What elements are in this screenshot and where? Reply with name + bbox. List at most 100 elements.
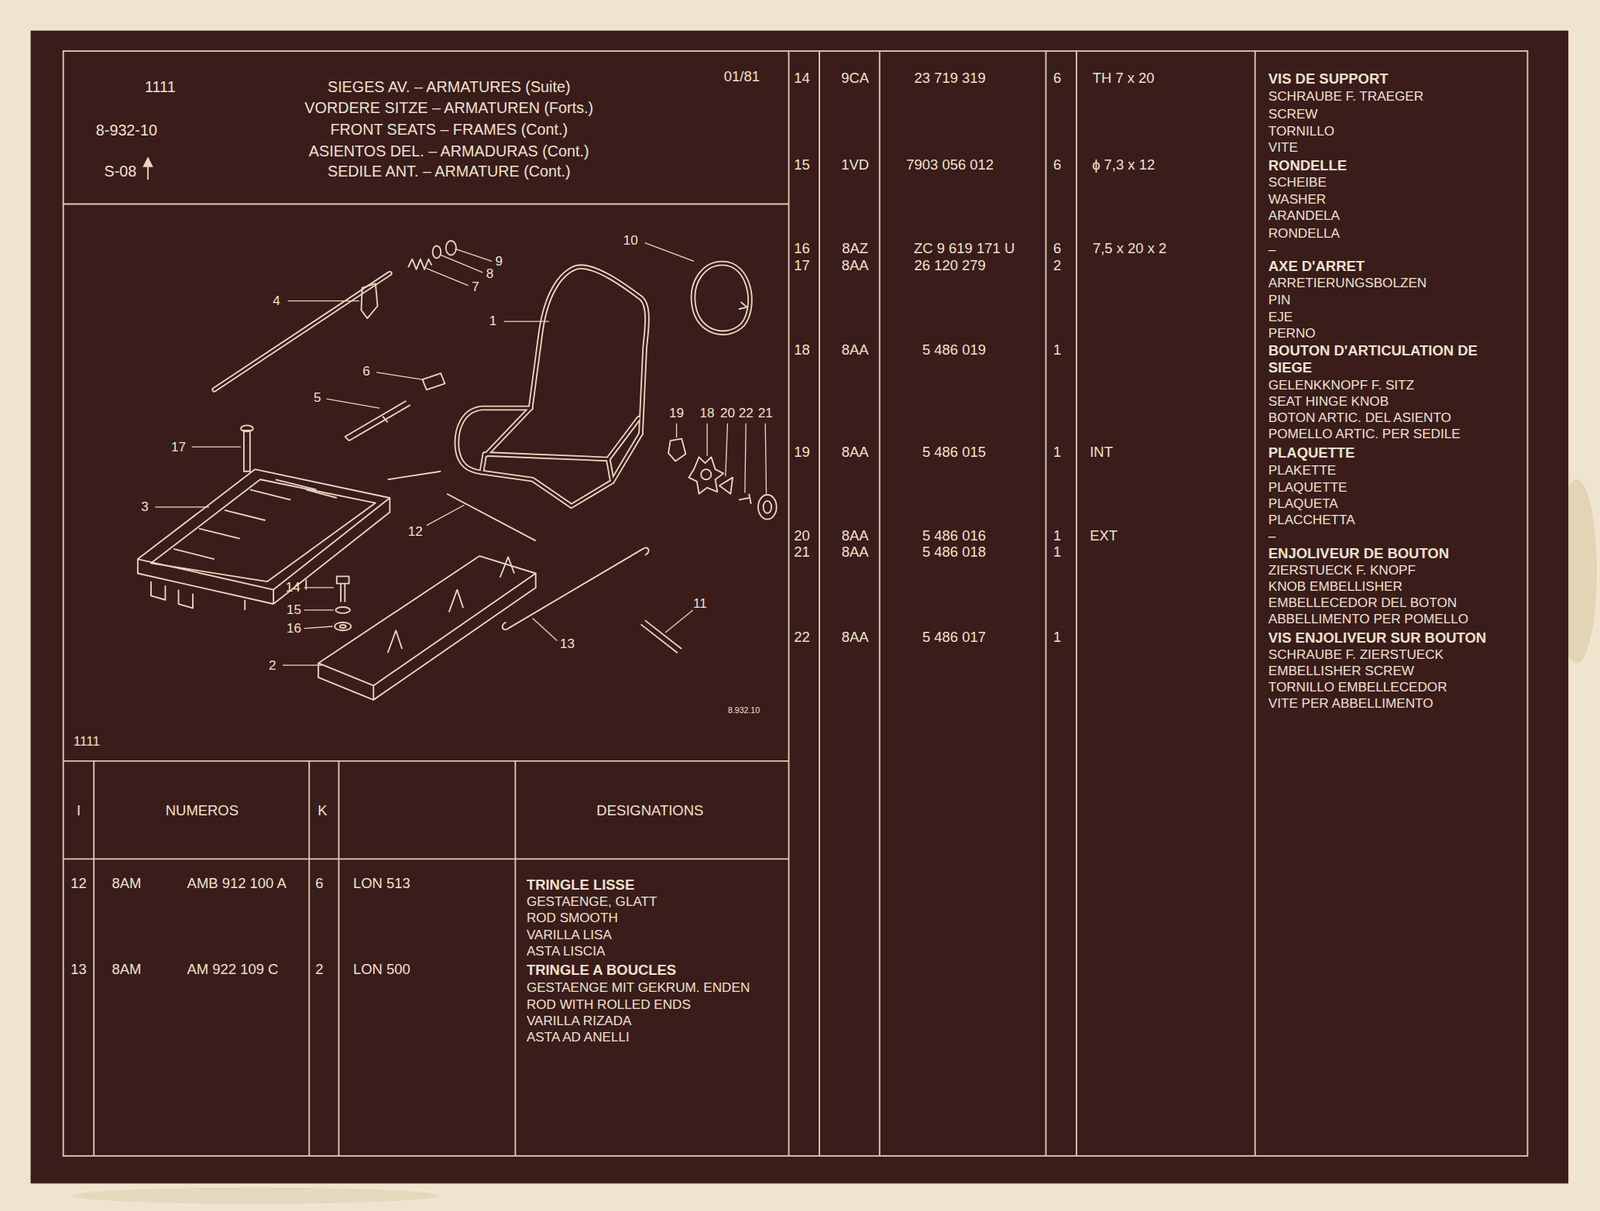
leader-lines <box>154 243 766 666</box>
table-rules <box>1075 51 1078 1157</box>
part-translation: ZIERSTUECK F. KNOPF <box>1268 563 1416 579</box>
table-rules <box>63 51 1528 1157</box>
parts-drawing <box>318 556 536 686</box>
table-rules <box>878 51 881 1157</box>
table-cell: 15 <box>793 156 811 173</box>
part-translation: ARRETIERUNGSBOLZEN <box>1268 275 1427 292</box>
seat-frame-drawing <box>456 408 642 506</box>
table-rules <box>1045 51 1048 1157</box>
table-cell: 9CA <box>841 69 869 86</box>
part-translation: EMBELLECEDOR DEL BOTON <box>1268 595 1457 612</box>
table-cell: 23 719 319 <box>914 69 986 86</box>
up-arrow <box>144 157 153 180</box>
parts-drawing <box>688 456 724 494</box>
leader-lines <box>504 320 550 322</box>
callout-number: 13 <box>559 637 575 651</box>
leader-lines <box>440 254 483 272</box>
parts-drawing <box>446 494 536 542</box>
table-cell: 8AA <box>841 527 869 544</box>
part-translation: GESTAENGE, GLATT <box>526 894 658 910</box>
leader-lines <box>304 587 334 588</box>
table-rules <box>308 761 310 1157</box>
seat-frame-drawing <box>214 273 391 390</box>
parts-drawing <box>446 240 457 255</box>
table-cell: 7903 056 012 <box>906 156 994 173</box>
film-panel <box>30 30 1570 1185</box>
table-cell: 17 <box>793 257 811 274</box>
table-cell: 8AA <box>841 341 869 358</box>
table-cell: 26 120 279 <box>914 257 986 274</box>
parts-drawing <box>360 283 378 319</box>
title-text: SIEGES AV. – ARMATURES (Suite) <box>327 78 571 97</box>
table-rules <box>514 761 516 1157</box>
seat-frame-drawing <box>530 267 647 434</box>
part-translation: TORNILLO EMBELLECEDOR <box>1268 679 1448 696</box>
part-name: AXE D'ARRET <box>1268 257 1365 275</box>
callout-number: 22 <box>738 406 754 420</box>
parts-drawing <box>335 607 350 614</box>
part-translation: PLAKETTE <box>1268 463 1336 479</box>
table-cell: 5 486 017 <box>922 628 986 646</box>
part-translation: TORNILLO <box>1268 123 1335 140</box>
part-name: RONDELLE <box>1268 157 1347 174</box>
part-translation: GELENKKNOPF F. SITZ <box>1268 377 1415 394</box>
part-translation: PLAQUETA <box>1268 496 1339 512</box>
parts-drawing <box>344 401 410 441</box>
seat-frame-drawing <box>693 263 750 334</box>
table-cell: 19 <box>793 443 811 461</box>
table-cell: 18 <box>793 341 811 358</box>
table-rules <box>63 51 1528 1157</box>
part-translation: SCHEIBE <box>1268 175 1327 191</box>
part-translation: RONDELLA <box>1268 226 1340 242</box>
part-translation: VARILLA RIZADA <box>526 1013 632 1030</box>
table-cell: LON 500 <box>353 961 411 978</box>
table-cell: 8AM <box>111 875 141 892</box>
parts-drawing <box>719 477 733 495</box>
table-cell: 5 486 019 <box>922 341 986 358</box>
parts-drawing <box>738 302 748 310</box>
callout-number: 16 <box>286 621 302 636</box>
part-translation: KNOB EMBELLISHER <box>1268 579 1403 595</box>
table-cell: 5 486 015 <box>922 443 986 461</box>
part-translation: EJE <box>1268 309 1293 326</box>
callout-number: 7 <box>471 280 480 294</box>
parts-drawing <box>137 469 390 590</box>
seat-frame-drawing <box>456 408 642 506</box>
parts-drawing <box>318 573 536 700</box>
table-cell: 8AA <box>841 543 869 560</box>
table-cell: 8AA <box>841 628 869 646</box>
parts-drawing <box>738 494 752 505</box>
leader-lines <box>745 423 746 494</box>
table-cell: 5 486 018 <box>922 543 986 560</box>
part-translation: POMELLO ARTIC. PER SEDILE <box>1268 426 1461 443</box>
parts-drawing <box>408 259 432 270</box>
part-name: BOUTON D'ARTICULATION DE SIEGE <box>1268 342 1524 378</box>
table-cell: LON 513 <box>353 875 411 892</box>
callout-number: 21 <box>758 406 773 420</box>
part-translation: BOTON ARTIC. DEL ASIENTO <box>1268 410 1452 426</box>
parts-drawing <box>422 373 445 390</box>
header-text: ASIENTOS DEL. – ARMADURAS (Cont.) <box>309 142 590 161</box>
table-cell: NUMEROS <box>165 802 239 819</box>
parts-drawing <box>240 425 254 432</box>
part-translation: ABBELLIMENTO PER POMELLO <box>1268 611 1469 628</box>
callout-number: 9 <box>495 254 504 268</box>
part-translation: GESTAENGE MIT GEKRUM. ENDEN <box>526 980 750 996</box>
paper-ground <box>71 1187 439 1205</box>
up-arrow <box>144 157 153 167</box>
table-cell: DESIGNATIONS <box>596 802 704 819</box>
callout-number: 10 <box>623 233 639 248</box>
part-translation: EMBELLISHER SCREW <box>1268 663 1415 680</box>
table-rules <box>92 761 95 1157</box>
table-cell: I <box>76 802 81 819</box>
callout-number: 8 <box>486 267 495 281</box>
callout-number: 20 <box>720 406 735 420</box>
leader-lines <box>725 423 728 478</box>
leader-lines <box>282 664 323 666</box>
table-cell: 22 <box>793 628 811 646</box>
parts-drawing <box>137 240 777 701</box>
table-cell: 12 <box>70 875 87 892</box>
part-translation: VITE PER ABBELLIMENTO <box>1268 696 1434 712</box>
part-translation: – <box>1268 528 1277 545</box>
